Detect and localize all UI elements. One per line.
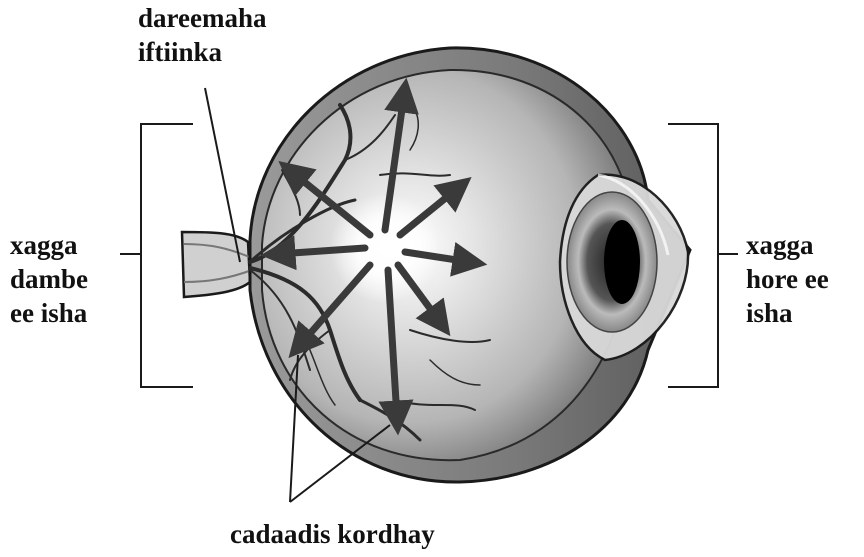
front-label-line-2: hore ee [746,262,829,296]
flash-label: dareemaha iftiinka [138,1,267,69]
vessels-label-text: cadaadis kordhay [230,517,435,551]
back-label-line-1: xagga [10,228,88,262]
front-label-line-3: isha [746,296,829,330]
flash-label-line-2: iftiinka [138,35,267,69]
optic-nerve [182,232,252,297]
back-label-line-3: ee isha [10,296,88,330]
front-label-line-1: xagga [746,228,829,262]
back-label-line-2: dambe [10,262,88,296]
back-of-eye-label: xagga dambe ee isha [10,228,88,330]
flash-label-line-1: dareemaha [138,1,267,35]
cornea-iris [560,175,688,360]
blood-vessels-label: cadaadis kordhay [230,517,435,551]
pupil [604,220,640,304]
front-of-eye-label: xagga hore ee isha [746,228,829,330]
